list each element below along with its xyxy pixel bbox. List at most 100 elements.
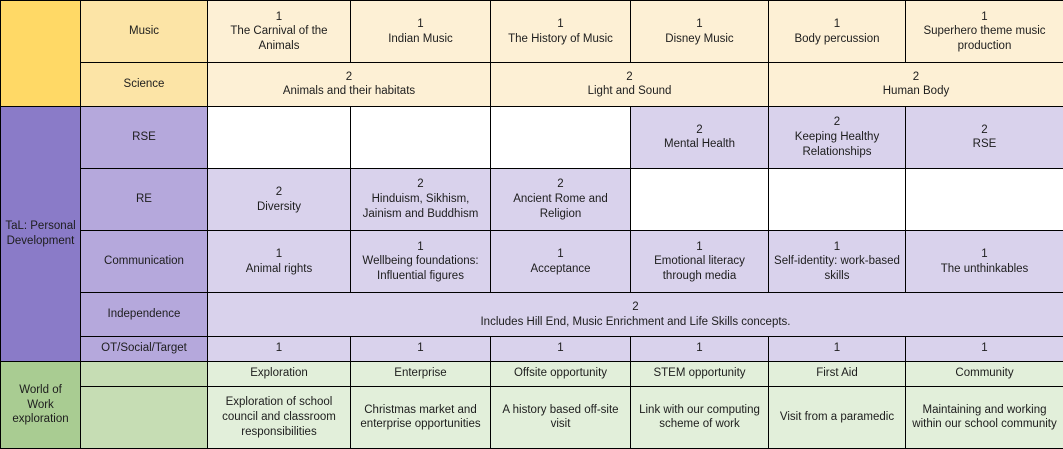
cell-number: 1 (981, 342, 988, 355)
subject-label-science: Science (80, 62, 208, 107)
cell-wow-detail-term1: Exploration of school council and classr… (207, 385, 351, 449)
cell-number: 1 (275, 248, 283, 260)
cell-text: Self-identity: work-based skills (774, 255, 900, 283)
cell-text: A history based off-site visit (502, 403, 619, 431)
cell-number: 1 (981, 10, 988, 23)
table-row-communication: Communication 1 Animal rights 1 Wellbein… (1, 230, 1063, 294)
cell-text: Indian Music (388, 32, 453, 45)
cell-text: Offsite opportunity (513, 367, 608, 380)
cell-re-term5 (768, 167, 906, 232)
cell-text: Disney Music (665, 32, 734, 45)
table-row-ot-social-target: OT/Social/Target 1 1 1 1 1 1 (1, 335, 1063, 362)
section-label-creative (0, 0, 81, 107)
cell-number: 1 (696, 240, 703, 253)
cell-number: 1 (417, 17, 424, 30)
cell-number: 1 (833, 17, 841, 30)
cell-wow-detail-term3: A history based off-site visit (490, 385, 631, 449)
cell-text: Light and Sound (587, 85, 672, 98)
cell-communication-term2: 1 Wellbeing foundations: Influential fig… (350, 230, 491, 294)
cell-science-term3-4: 2 Light and Sound (490, 62, 769, 107)
cell-number: 2 (696, 123, 703, 136)
cell-number: 1 (557, 342, 564, 355)
cell-text: Mental Health (664, 138, 735, 151)
cell-text: Hinduism, Sikhism, Jainism and Buddhism (362, 193, 479, 220)
cell-number: 2 (833, 116, 841, 129)
cell-music-term6: 1 Superhero theme music production (905, 0, 1063, 64)
cell-science-term5-6: 2 Human Body (768, 62, 1063, 107)
cell-text: Link with our computing scheme of work (639, 403, 760, 431)
cell-music-term3: 1 The History of Music (490, 0, 631, 64)
table-row-re: RE 2 Diversity 2 Hinduism, Sikhism, Jain… (1, 167, 1063, 232)
cell-number: 1 (696, 342, 703, 355)
cell-wow-detail-term6: Maintaining and working within our schoo… (905, 385, 1063, 449)
cell-communication-term4: 1 Emotional literacy through media (630, 230, 769, 294)
cell-ot-term6: 1 (905, 335, 1063, 362)
cell-music-term1: 1 The Carnival of the Animals (207, 0, 351, 64)
cell-number: 1 (696, 17, 703, 30)
cell-ot-term3: 1 (490, 335, 631, 362)
cell-music-term4: 1 Disney Music (630, 0, 769, 64)
cell-wow-detail-term4: Link with our computing scheme of work (630, 385, 769, 449)
cell-communication-term1: 1 Animal rights (207, 230, 351, 294)
table-row-music: Music 1 The Carnival of the Animals 1 In… (0, 0, 1063, 107)
cell-text: Keeping Healthy Relationships (794, 130, 880, 158)
cell-wow-heading-term4: STEM opportunity (630, 360, 769, 387)
cell-wow-heading-term3: Offsite opportunity (490, 360, 631, 387)
cell-number: 2 (981, 123, 988, 136)
cell-number: 1 (981, 248, 988, 260)
cell-text: Emotional literacy through media (654, 255, 745, 283)
cell-wow-heading-term1: Exploration (207, 360, 351, 387)
cell-ot-term5: 1 (768, 335, 906, 362)
table-row-wow-details: Exploration of school council and classr… (1, 385, 1063, 449)
cell-text: The Carnival of the Animals (230, 25, 328, 52)
cell-wow-heading-term6: Community (905, 360, 1063, 387)
cell-independence-all-terms: 2 Includes Hill End, Music Enrichment an… (207, 292, 1063, 337)
subject-label-rse: RSE (80, 105, 208, 169)
cell-re-term6 (905, 167, 1063, 232)
cell-number: 1 (275, 342, 283, 355)
cell-text: Includes Hill End, Music Enrichment and … (480, 315, 791, 328)
cell-text: The unthinkables (940, 262, 1029, 275)
cell-wow-heading-term5: First Aid (768, 360, 906, 387)
cell-wow-detail-term2: Christmas market and enterprise opportun… (350, 385, 491, 449)
cell-music-term5: 1 Body percussion (768, 0, 906, 64)
cell-text: Ancient Rome and Religion (513, 193, 608, 220)
cell-text: Visit from a paramedic (779, 411, 895, 424)
cell-text: Wellbeing foundations: Influential figur… (362, 255, 479, 283)
cell-number: 2 (417, 178, 424, 191)
cell-number: 1 (557, 248, 564, 260)
cell-number: 2 (626, 70, 633, 83)
cell-communication-term5: 1 Self-identity: work-based skills (768, 230, 906, 294)
subject-label-wow-headings (80, 360, 208, 387)
cell-number: 1 (275, 10, 283, 23)
cell-text: Body percussion (794, 32, 880, 45)
subject-label-communication: Communication (80, 230, 208, 294)
table-row-science: Science 2 Animals and their habitats 2 L… (1, 62, 1063, 107)
cell-re-term2: 2 Hinduism, Sikhism, Jainism and Buddhis… (350, 167, 491, 232)
cell-ot-term4: 1 (630, 335, 769, 362)
subject-label-ot-social-target: OT/Social/Target (80, 335, 208, 362)
cell-communication-term3: 1 Acceptance (490, 230, 631, 294)
subject-label-independence: Independence (80, 292, 208, 337)
cell-text: Acceptance (530, 262, 591, 275)
cell-rse-term4: 2 Mental Health (630, 105, 769, 169)
subject-label-re: RE (80, 167, 208, 232)
cell-number: 1 (833, 342, 841, 355)
cell-text: Christmas market and enterprise opportun… (360, 403, 481, 431)
cell-rse-term2 (350, 105, 491, 169)
cell-text: STEM opportunity (653, 367, 746, 380)
cell-number: 1 (417, 240, 424, 253)
cell-text: Animal rights (245, 262, 313, 275)
cell-rse-term1 (207, 105, 351, 169)
cell-text: Human Body (882, 85, 950, 98)
cell-text: Maintaining and working within our schoo… (912, 403, 1057, 431)
cell-number: 2 (632, 300, 639, 313)
table-row-rse: TaL: Personal Development RSE 2 Mental H… (0, 105, 1063, 362)
cell-rse-term5: 2 Keeping Healthy Relationships (768, 105, 906, 169)
cell-text: Diversity (256, 200, 302, 213)
cell-number: 1 (417, 342, 424, 355)
cell-ot-term2: 1 (350, 335, 491, 362)
cell-text: Exploration (250, 367, 308, 380)
cell-text: First Aid (816, 367, 858, 380)
